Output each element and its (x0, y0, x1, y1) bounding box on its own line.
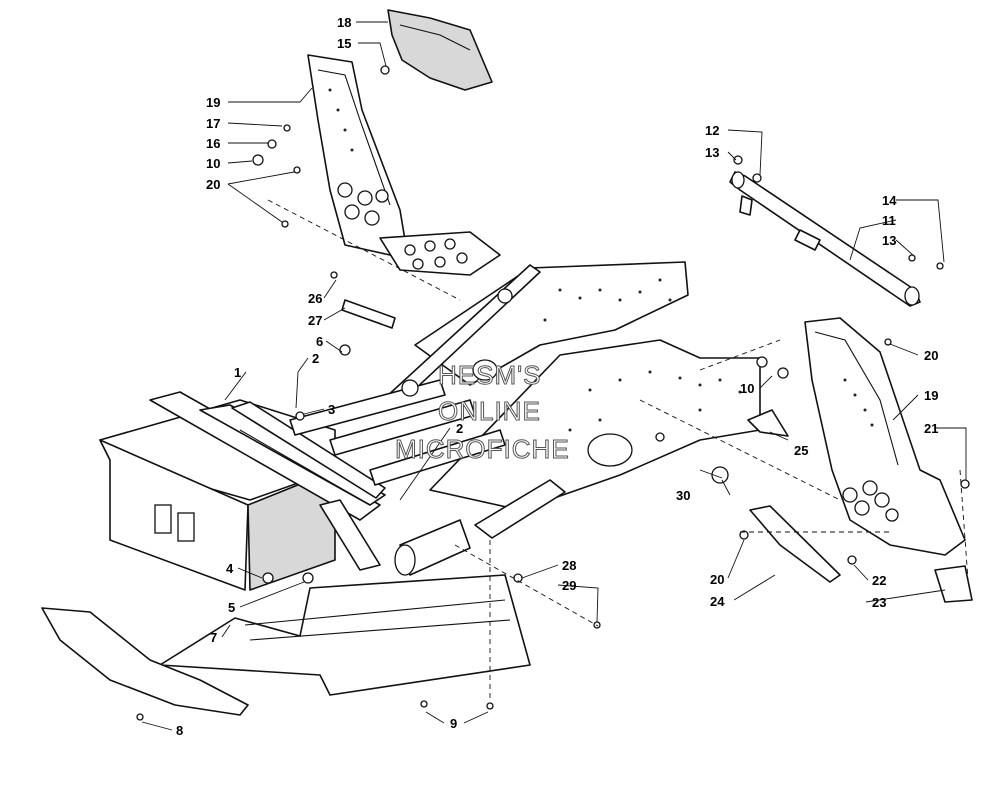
bracket-23 (934, 565, 973, 603)
callout-20: 20 (206, 177, 220, 192)
callout-labels: 18 15 19 17 16 10 20 26 27 6 1 2 3 2 4 5… (176, 15, 938, 738)
assembly-lines (267, 199, 969, 700)
callout-2b: 2 (456, 421, 463, 436)
callout-3: 3 (328, 402, 335, 417)
callout-8: 8 (176, 723, 183, 738)
callout-17: 17 (206, 116, 220, 131)
watermark-line-3: MICROFICHE (395, 434, 570, 464)
steering-post (729, 171, 921, 307)
steering-support-plate-left (307, 54, 406, 256)
callout-24: 24 (710, 594, 725, 609)
callout-28: 28 (562, 558, 576, 573)
callout-2a: 2 (312, 351, 319, 366)
front-skid (41, 607, 249, 716)
callout-11: 11 (882, 213, 896, 228)
leader-lines (141, 21, 967, 731)
callout-13a: 13 (705, 145, 719, 160)
callout-20c: 20 (710, 572, 724, 587)
callout-5: 5 (228, 600, 235, 615)
tunnel-frame (99, 261, 761, 591)
callout-6: 6 (316, 334, 323, 349)
callout-14: 14 (882, 193, 897, 208)
callout-1: 1 (234, 365, 241, 380)
fasteners (136, 65, 970, 721)
callout-7: 7 (210, 630, 217, 645)
callout-29: 29 (562, 578, 576, 593)
callout-20b: 20 (924, 348, 938, 363)
watermark: HESM'S ONLINE MICROFICHE (395, 360, 570, 465)
callout-12: 12 (705, 123, 719, 138)
callout-27: 27 (308, 313, 322, 328)
callout-26: 26 (308, 291, 322, 306)
steering-support-plate-right (804, 317, 966, 556)
callout-4: 4 (226, 561, 234, 576)
callout-18: 18 (337, 15, 351, 30)
callout-13b: 13 (882, 233, 896, 248)
console-bracket-18 (387, 9, 493, 91)
watermark-line-2: ONLINE (438, 396, 541, 426)
callout-19: 19 (206, 95, 220, 110)
steering-support-foot-plate (379, 231, 501, 276)
bracket-27 (341, 299, 396, 329)
callout-15: 15 (337, 36, 351, 51)
callout-19b: 19 (924, 388, 938, 403)
callout-16: 16 (206, 136, 220, 151)
bracket-24 (749, 505, 841, 583)
callout-10: 10 (206, 156, 220, 171)
watermark-line-1: HESM'S (438, 360, 541, 390)
callout-10b: 10 (740, 381, 754, 396)
callout-21: 21 (924, 421, 938, 436)
callout-9: 9 (450, 716, 457, 731)
callout-25: 25 (794, 443, 808, 458)
callout-22: 22 (872, 573, 886, 588)
callout-23: 23 (872, 595, 886, 610)
bracket-25 (747, 409, 789, 437)
belly-pan (159, 574, 531, 696)
callout-30: 30 (676, 488, 690, 503)
